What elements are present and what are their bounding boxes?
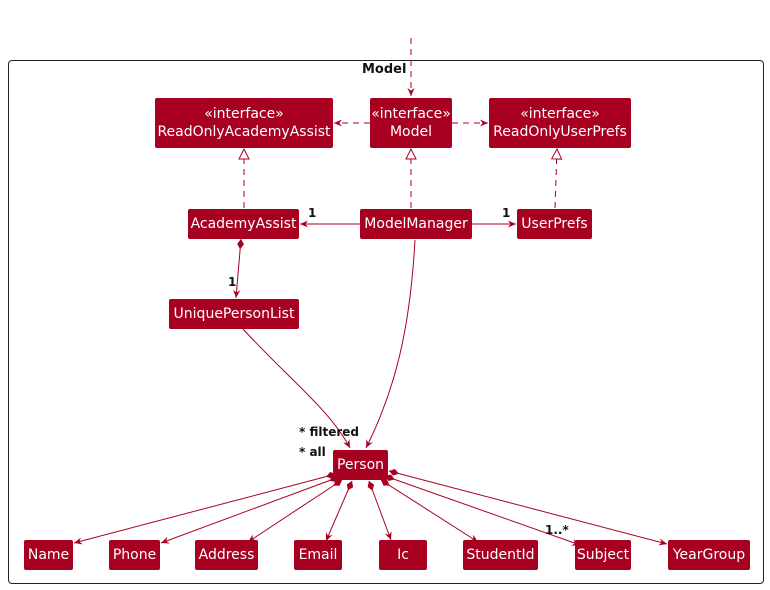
subject-class: Subject — [575, 540, 631, 570]
modelmanager-to-person-edge — [365, 239, 416, 449]
stereotype-label: «interface» — [371, 106, 451, 122]
userprefs-realizes-edge — [555, 149, 557, 209]
modelmanager-class: ModelManager — [360, 209, 472, 239]
multiplicity-personlist: 1 — [228, 275, 237, 289]
academyassist-class: AcademyAssist — [188, 209, 299, 239]
class-name: Model — [389, 124, 433, 140]
class-name: ReadOnlyAcademyAssist — [157, 124, 331, 140]
model-interface: «interface» Model — [370, 98, 452, 148]
person-class: Person — [333, 450, 388, 480]
readonlyuserprefs-interface: «interface» ReadOnlyUserPrefs — [489, 98, 631, 148]
ic-class: Ic — [379, 540, 427, 570]
yeargroup-class: YearGroup — [668, 540, 750, 570]
multiplicity-subject: 1..* — [545, 523, 569, 537]
person-to-studentid-edge — [380, 479, 479, 543]
address-class: Address — [195, 540, 258, 570]
email-class: Email — [294, 540, 342, 570]
person-to-address-edge — [247, 479, 343, 543]
person-to-name-edge — [73, 471, 337, 545]
academyassist-to-personlist-edge — [233, 238, 244, 299]
person-to-yeargroup-edge — [388, 468, 668, 546]
name-class: Name — [24, 540, 73, 570]
studentid-class: StudentId — [463, 540, 538, 570]
readonlyacademyassist-interface: «interface» ReadOnlyAcademyAssist — [155, 98, 333, 148]
personlist-to-person-edge — [242, 328, 351, 449]
userprefs-class: UserPrefs — [517, 209, 592, 239]
multiplicity-userprefs: 1 — [502, 206, 511, 220]
person-to-ic-edge — [367, 480, 392, 541]
multiplicity-all: * all — [299, 445, 326, 459]
uniquepersonlist-class: UniquePersonList — [169, 299, 299, 329]
package-title: Model — [362, 62, 407, 77]
person-to-email-edge — [325, 480, 354, 542]
person-to-phone-edge — [160, 475, 340, 544]
multiplicity-academyassist: 1 — [308, 206, 317, 220]
stereotype-label: «interface» — [204, 106, 284, 122]
multiplicity-filtered: * filtered — [299, 425, 359, 439]
class-name: ReadOnlyUserPrefs — [493, 124, 627, 140]
stereotype-label: «interface» — [520, 106, 600, 122]
phone-class: Phone — [109, 540, 160, 570]
model-package — [8, 60, 764, 584]
